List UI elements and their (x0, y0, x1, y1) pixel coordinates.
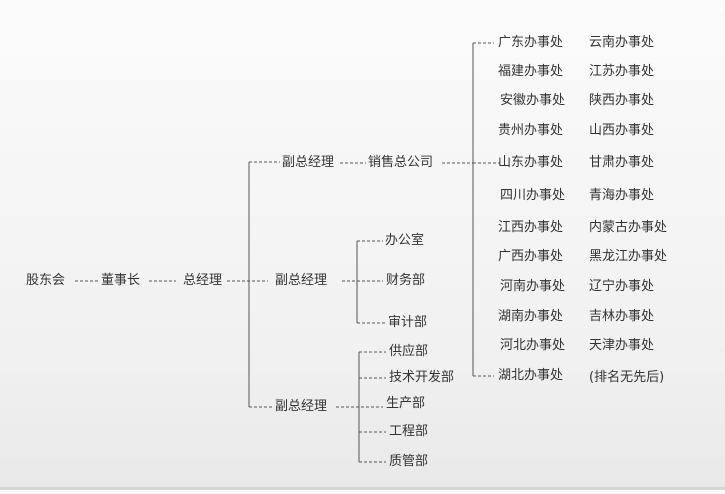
office-right-2: 江苏办事处 (589, 64, 655, 79)
ordering-note: (排名无先后) (589, 370, 665, 385)
office-left-1: 广东办事处 (498, 35, 564, 50)
node-vp-admin: 副总经理 (275, 273, 328, 288)
node-chairman: 董事长 (101, 273, 141, 288)
bottom-edge (0, 487, 725, 490)
office-left-10: 湖南办事处 (498, 309, 564, 324)
office-left-2: 福建办事处 (498, 64, 564, 79)
office-left-11: 河北办事处 (500, 338, 566, 353)
office-left-7: 江西办事处 (498, 220, 564, 235)
office-left-12: 湖北办事处 (498, 368, 564, 383)
office-left-3: 安徽办事处 (500, 93, 566, 108)
node-general-manager: 总经理 (183, 273, 223, 288)
dept-office: 办公室 (385, 233, 425, 248)
node-vp-sales: 副总经理 (282, 155, 335, 170)
office-left-5: 山东办事处 (498, 155, 564, 170)
node-shareholders: 股东会 (26, 273, 66, 288)
office-right-3: 陕西办事处 (589, 93, 655, 108)
office-left-9: 河南办事处 (500, 279, 566, 294)
dept-tech-dev: 技术开发部 (389, 370, 455, 385)
office-right-9: 辽宁办事处 (589, 279, 655, 294)
office-right-4: 山西办事处 (589, 123, 655, 138)
office-left-4: 贵州办事处 (498, 123, 564, 138)
office-right-6: 青海办事处 (589, 188, 655, 203)
office-right-11: 天津办事处 (589, 338, 655, 353)
office-right-7: 内蒙古办事处 (589, 220, 668, 235)
dept-supply: 供应部 (389, 344, 429, 359)
office-right-5: 甘肃办事处 (589, 155, 655, 170)
dept-audit: 审计部 (388, 315, 428, 330)
office-right-1: 云南办事处 (589, 35, 655, 50)
dept-production: 生产部 (386, 396, 426, 411)
office-left-6: 四川办事处 (500, 188, 566, 203)
node-vp-production: 副总经理 (275, 399, 328, 414)
dept-quality: 质管部 (389, 454, 429, 469)
office-left-8: 广西办事处 (498, 249, 564, 264)
office-right-8: 黑龙江办事处 (589, 249, 668, 264)
dept-engineering: 工程部 (389, 424, 429, 439)
node-sales-company: 销售总公司 (368, 155, 434, 170)
dept-finance: 财务部 (386, 273, 426, 288)
office-right-10: 吉林办事处 (589, 309, 655, 324)
